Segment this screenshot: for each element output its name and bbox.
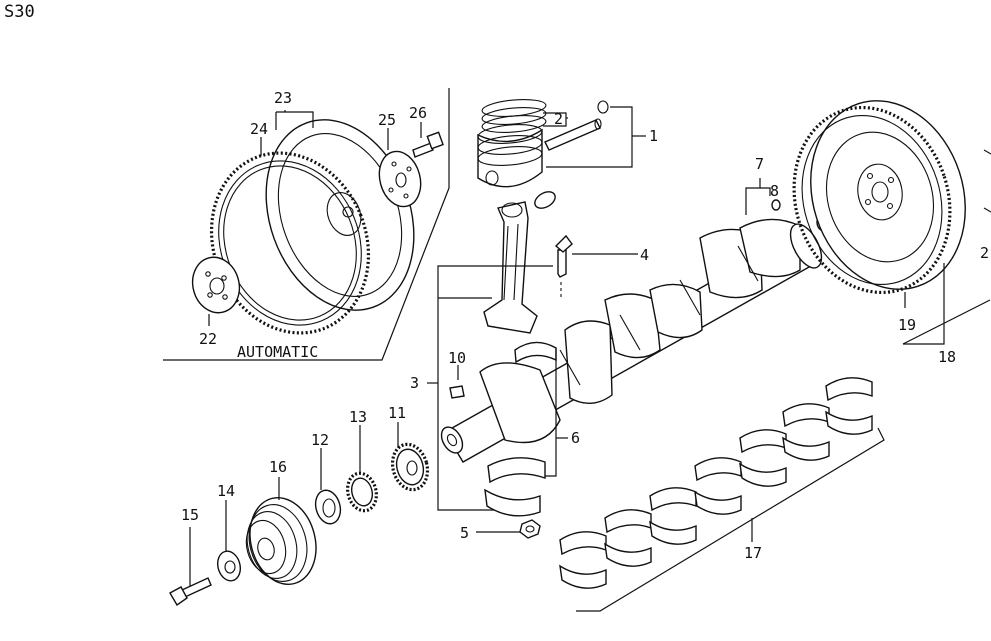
callout-25: 25 [378, 111, 396, 129]
callout-18: 18 [938, 348, 956, 366]
callout-3: 3 [410, 374, 419, 392]
con-rod-group-bracket: 3 [410, 265, 553, 511]
automatic-label: AUTOMATIC [237, 343, 318, 361]
main-bearing-set: 17 [559, 377, 885, 612]
front-pulley-group: 11 13 12 16 14 15 [169, 404, 430, 607]
bearing-pair-7 [825, 377, 873, 435]
callout-4: 4 [640, 246, 649, 264]
callout-10: 10 [448, 349, 466, 367]
callout-8: 8 [770, 182, 779, 200]
bearing-pair-5 [739, 429, 787, 487]
piston-assembly: 2 1 4 [477, 99, 658, 334]
bearing-pair-3 [649, 487, 697, 545]
callout-16: 16 [269, 458, 287, 476]
automatic-group: AUTOMATIC [163, 88, 450, 361]
callout-24: 24 [250, 120, 268, 138]
callout-2: 2 [554, 110, 563, 128]
bearing-pair-4 [694, 457, 742, 515]
callout-26: 26 [409, 104, 427, 122]
callout-19: 19 [898, 316, 916, 334]
bearing-pair-6 [782, 403, 830, 461]
callout-7: 7 [755, 155, 764, 173]
drive-plate-23 [265, 119, 415, 311]
callout-12: 12 [311, 431, 329, 449]
callout-17: 17 [744, 544, 762, 562]
bearing-pair-1 [559, 531, 607, 589]
crankshaft: 6 10 5 [440, 218, 823, 542]
callout-5: 5 [460, 524, 469, 542]
plate-25 [378, 150, 422, 208]
diagram-code: S30 [4, 2, 35, 22]
bolt-26 [412, 131, 444, 158]
callout-22: 22 [199, 330, 217, 348]
callout-11: 11 [388, 404, 406, 422]
callout-15: 15 [181, 506, 199, 524]
callout-6: 6 [571, 429, 580, 447]
callout-13: 13 [349, 408, 367, 426]
callout-1: 1 [649, 127, 658, 145]
callout-14: 14 [217, 482, 235, 500]
callout-23: 23 [274, 89, 292, 107]
callout-2-right: 2 [980, 244, 989, 262]
flywheel-assembly: 19 18 2 [792, 100, 991, 366]
plate-22 [191, 256, 241, 314]
bearing-pair-2 [604, 509, 652, 567]
